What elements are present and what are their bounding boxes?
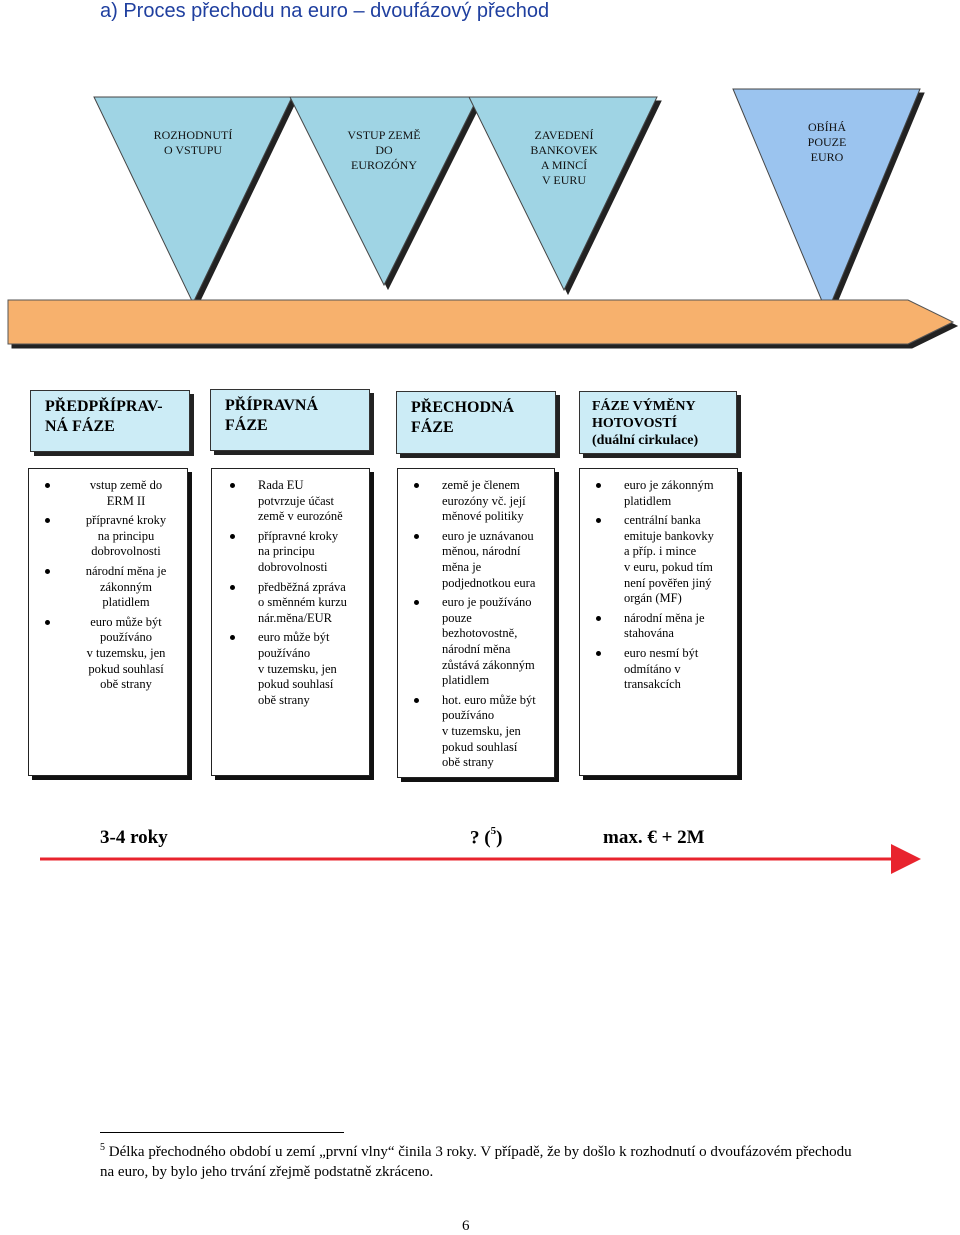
- triangle-label-banknotes: ZAVEDENÍ BANKOVEK A MINCÍ V EURU: [530, 128, 598, 187]
- timeline-label-duration: 3-4 roky: [100, 827, 168, 848]
- triangle-euro-only: [732, 88, 921, 315]
- phase-preparatory: PŘÍPRAVNÁ FÁZE: [210, 389, 370, 451]
- triangle-label-entry: VSTUP ZEMĚ DO EUROZÓNY: [347, 128, 421, 172]
- phase-cash-exchange: FÁZE VÝMĚNY HOTOVOSTÍ (duální cirkulace): [579, 391, 737, 454]
- process-arrow: [7, 299, 955, 345]
- triangle-banknotes: [468, 96, 658, 292]
- triangle-label-decision: ROZHODNUTÍ O VSTUPU: [153, 128, 233, 157]
- phase-pre-preparatory: PŘEDPŘÍPRAV- NÁ FÁZE: [30, 390, 190, 452]
- footnote-rule: [100, 1132, 344, 1133]
- footnote: 5 Délka přechodného období u zemí „první…: [100, 1142, 852, 1180]
- triangle-entry: [289, 96, 479, 287]
- triangle-decision: [93, 96, 293, 305]
- timeline-label-transition: ? (5): [470, 825, 503, 849]
- diagram-graphics: [7, 88, 955, 874]
- page-title: a) Proces přechodu na euro – dvoufázový …: [100, 0, 550, 22]
- timeline-label-max: max. € + 2M: [603, 827, 705, 848]
- triangle-label-euro-only: OBÍHÁ POUZE EURO: [807, 120, 847, 164]
- phase-transitional: PŘECHODNÁ FÁZE: [396, 391, 556, 454]
- page-number: 6: [462, 1218, 470, 1234]
